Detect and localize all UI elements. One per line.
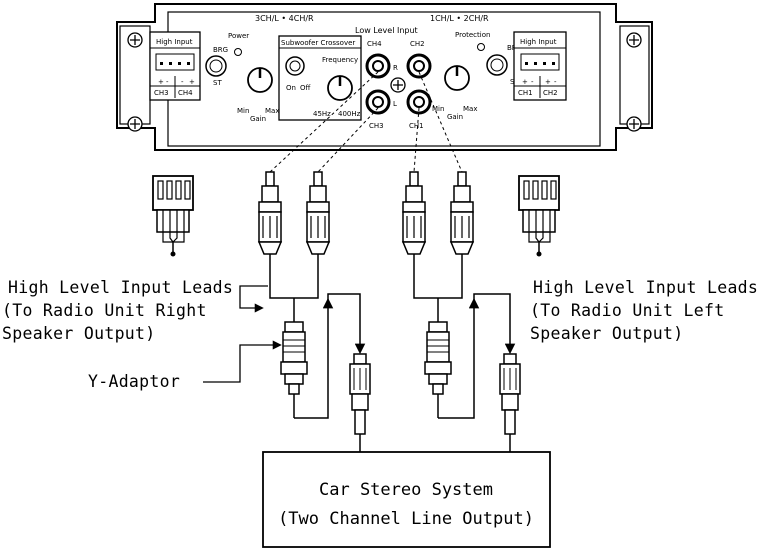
subwoofer-crossover-label: Subwoofer Crossover xyxy=(281,39,355,47)
svg-text:-: - xyxy=(554,78,557,86)
ch4-label: CH4 xyxy=(178,89,193,97)
car-stereo-subtitle: (Two Channel Line Output) xyxy=(278,509,534,529)
ch1-label: CH1 xyxy=(518,89,533,97)
power-label: Power xyxy=(228,32,249,40)
gain-knob-left[interactable] xyxy=(247,67,273,93)
svg-text:Min: Min xyxy=(237,107,249,115)
svg-text:CH1: CH1 xyxy=(409,122,424,130)
power-led-icon xyxy=(234,48,242,56)
svg-text:CH2: CH2 xyxy=(410,40,425,48)
screw-icon xyxy=(626,116,642,132)
svg-text:Gain: Gain xyxy=(447,113,463,121)
svg-text:High Level Input Leads: High Level Input Leads xyxy=(8,278,233,297)
svg-text:Speaker Output): Speaker Output) xyxy=(2,324,156,343)
protection-label: Protection xyxy=(455,31,490,39)
svg-text:+: + xyxy=(545,78,551,86)
gain-knob-right[interactable] xyxy=(444,65,470,91)
ch3-label: CH3 xyxy=(154,89,169,97)
rca-plug-right-2 xyxy=(450,171,474,255)
stereo-rca-left xyxy=(349,353,371,452)
svg-text:400Hz: 400Hz xyxy=(338,110,361,118)
y-adaptor-plug-left xyxy=(280,321,308,395)
svg-text:Off: Off xyxy=(300,84,311,92)
svg-text:Max: Max xyxy=(463,105,477,113)
screw-icon xyxy=(626,32,642,48)
screw-icon xyxy=(127,32,143,48)
channel-label-left: 3CH/L • 4CH/R xyxy=(255,14,314,23)
y-adaptor-label: Y-Adaptor xyxy=(88,372,180,391)
harness-connector-right xyxy=(518,175,560,258)
stereo-rca-right xyxy=(499,353,521,452)
car-stereo-box xyxy=(262,451,551,548)
y-adaptor-plug-right xyxy=(424,321,452,395)
svg-text:+: + xyxy=(158,78,164,86)
high-input-label-right: High Input xyxy=(520,38,557,46)
rca-plug-left-1 xyxy=(258,171,282,255)
amplifier: 3CH/L • 4CH/R 1CH/L • 2CH/R Low Level In… xyxy=(116,3,653,151)
rca-jack-ch1[interactable] xyxy=(406,89,432,115)
svg-text:High Level Input Leads: High Level Input Leads xyxy=(533,278,758,297)
channel-label-right: 1CH/L • 2CH/R xyxy=(430,14,489,23)
car-stereo-title: Car Stereo System xyxy=(319,480,493,500)
st-label: ST xyxy=(213,79,222,87)
svg-text:-: - xyxy=(166,78,169,86)
rca-jack-ch3[interactable] xyxy=(365,89,391,115)
y-adaptor-wiring xyxy=(269,254,516,419)
frequency-label: Frequency xyxy=(322,56,358,64)
svg-text:On: On xyxy=(286,84,296,92)
rca-plug-left-2 xyxy=(306,171,330,255)
brg-switch[interactable] xyxy=(205,55,227,77)
svg-text:-: - xyxy=(531,78,534,86)
right-leads-label: High Level Input Leads (To Radio Unit Le… xyxy=(530,278,758,343)
svg-text:Gain: Gain xyxy=(250,115,266,123)
protection-led-icon xyxy=(477,43,485,51)
svg-text:Min: Min xyxy=(432,105,444,113)
y-adaptor-pointer xyxy=(203,340,282,383)
svg-text:Speaker Output): Speaker Output) xyxy=(530,324,684,343)
svg-text:+: + xyxy=(522,78,528,86)
svg-text:CH3: CH3 xyxy=(369,122,384,130)
svg-text:(To Radio Unit Right: (To Radio Unit Right xyxy=(2,301,207,320)
svg-text:R: R xyxy=(393,64,398,72)
center-screw-icon xyxy=(390,77,406,93)
left-leads-label: High Level Input Leads (To Radio Unit Ri… xyxy=(2,278,233,343)
svg-text:Max: Max xyxy=(265,107,279,115)
brg-label: BRG xyxy=(213,46,228,54)
svg-text:(To Radio Unit Left: (To Radio Unit Left xyxy=(530,301,724,320)
rca-jack-ch4[interactable] xyxy=(365,53,391,79)
harness-connector-left xyxy=(152,175,194,258)
frequency-knob[interactable] xyxy=(327,75,353,101)
svg-text:+: + xyxy=(189,78,195,86)
low-level-input-label: Low Level Input xyxy=(355,26,418,35)
screw-icon xyxy=(127,116,143,132)
dashed-connections xyxy=(269,71,463,173)
svg-text:45Hz: 45Hz xyxy=(313,110,331,118)
rca-plug-right-1 xyxy=(402,171,426,255)
rca-jack-ch2[interactable] xyxy=(406,53,432,79)
brg-switch-right[interactable] xyxy=(486,54,508,76)
svg-text:CH4: CH4 xyxy=(367,40,382,48)
svg-text:-: - xyxy=(181,78,184,86)
crossover-switch[interactable] xyxy=(285,56,305,76)
ch2-label: CH2 xyxy=(543,89,558,97)
svg-text:L: L xyxy=(393,100,397,108)
high-input-label: High Input xyxy=(156,38,193,46)
